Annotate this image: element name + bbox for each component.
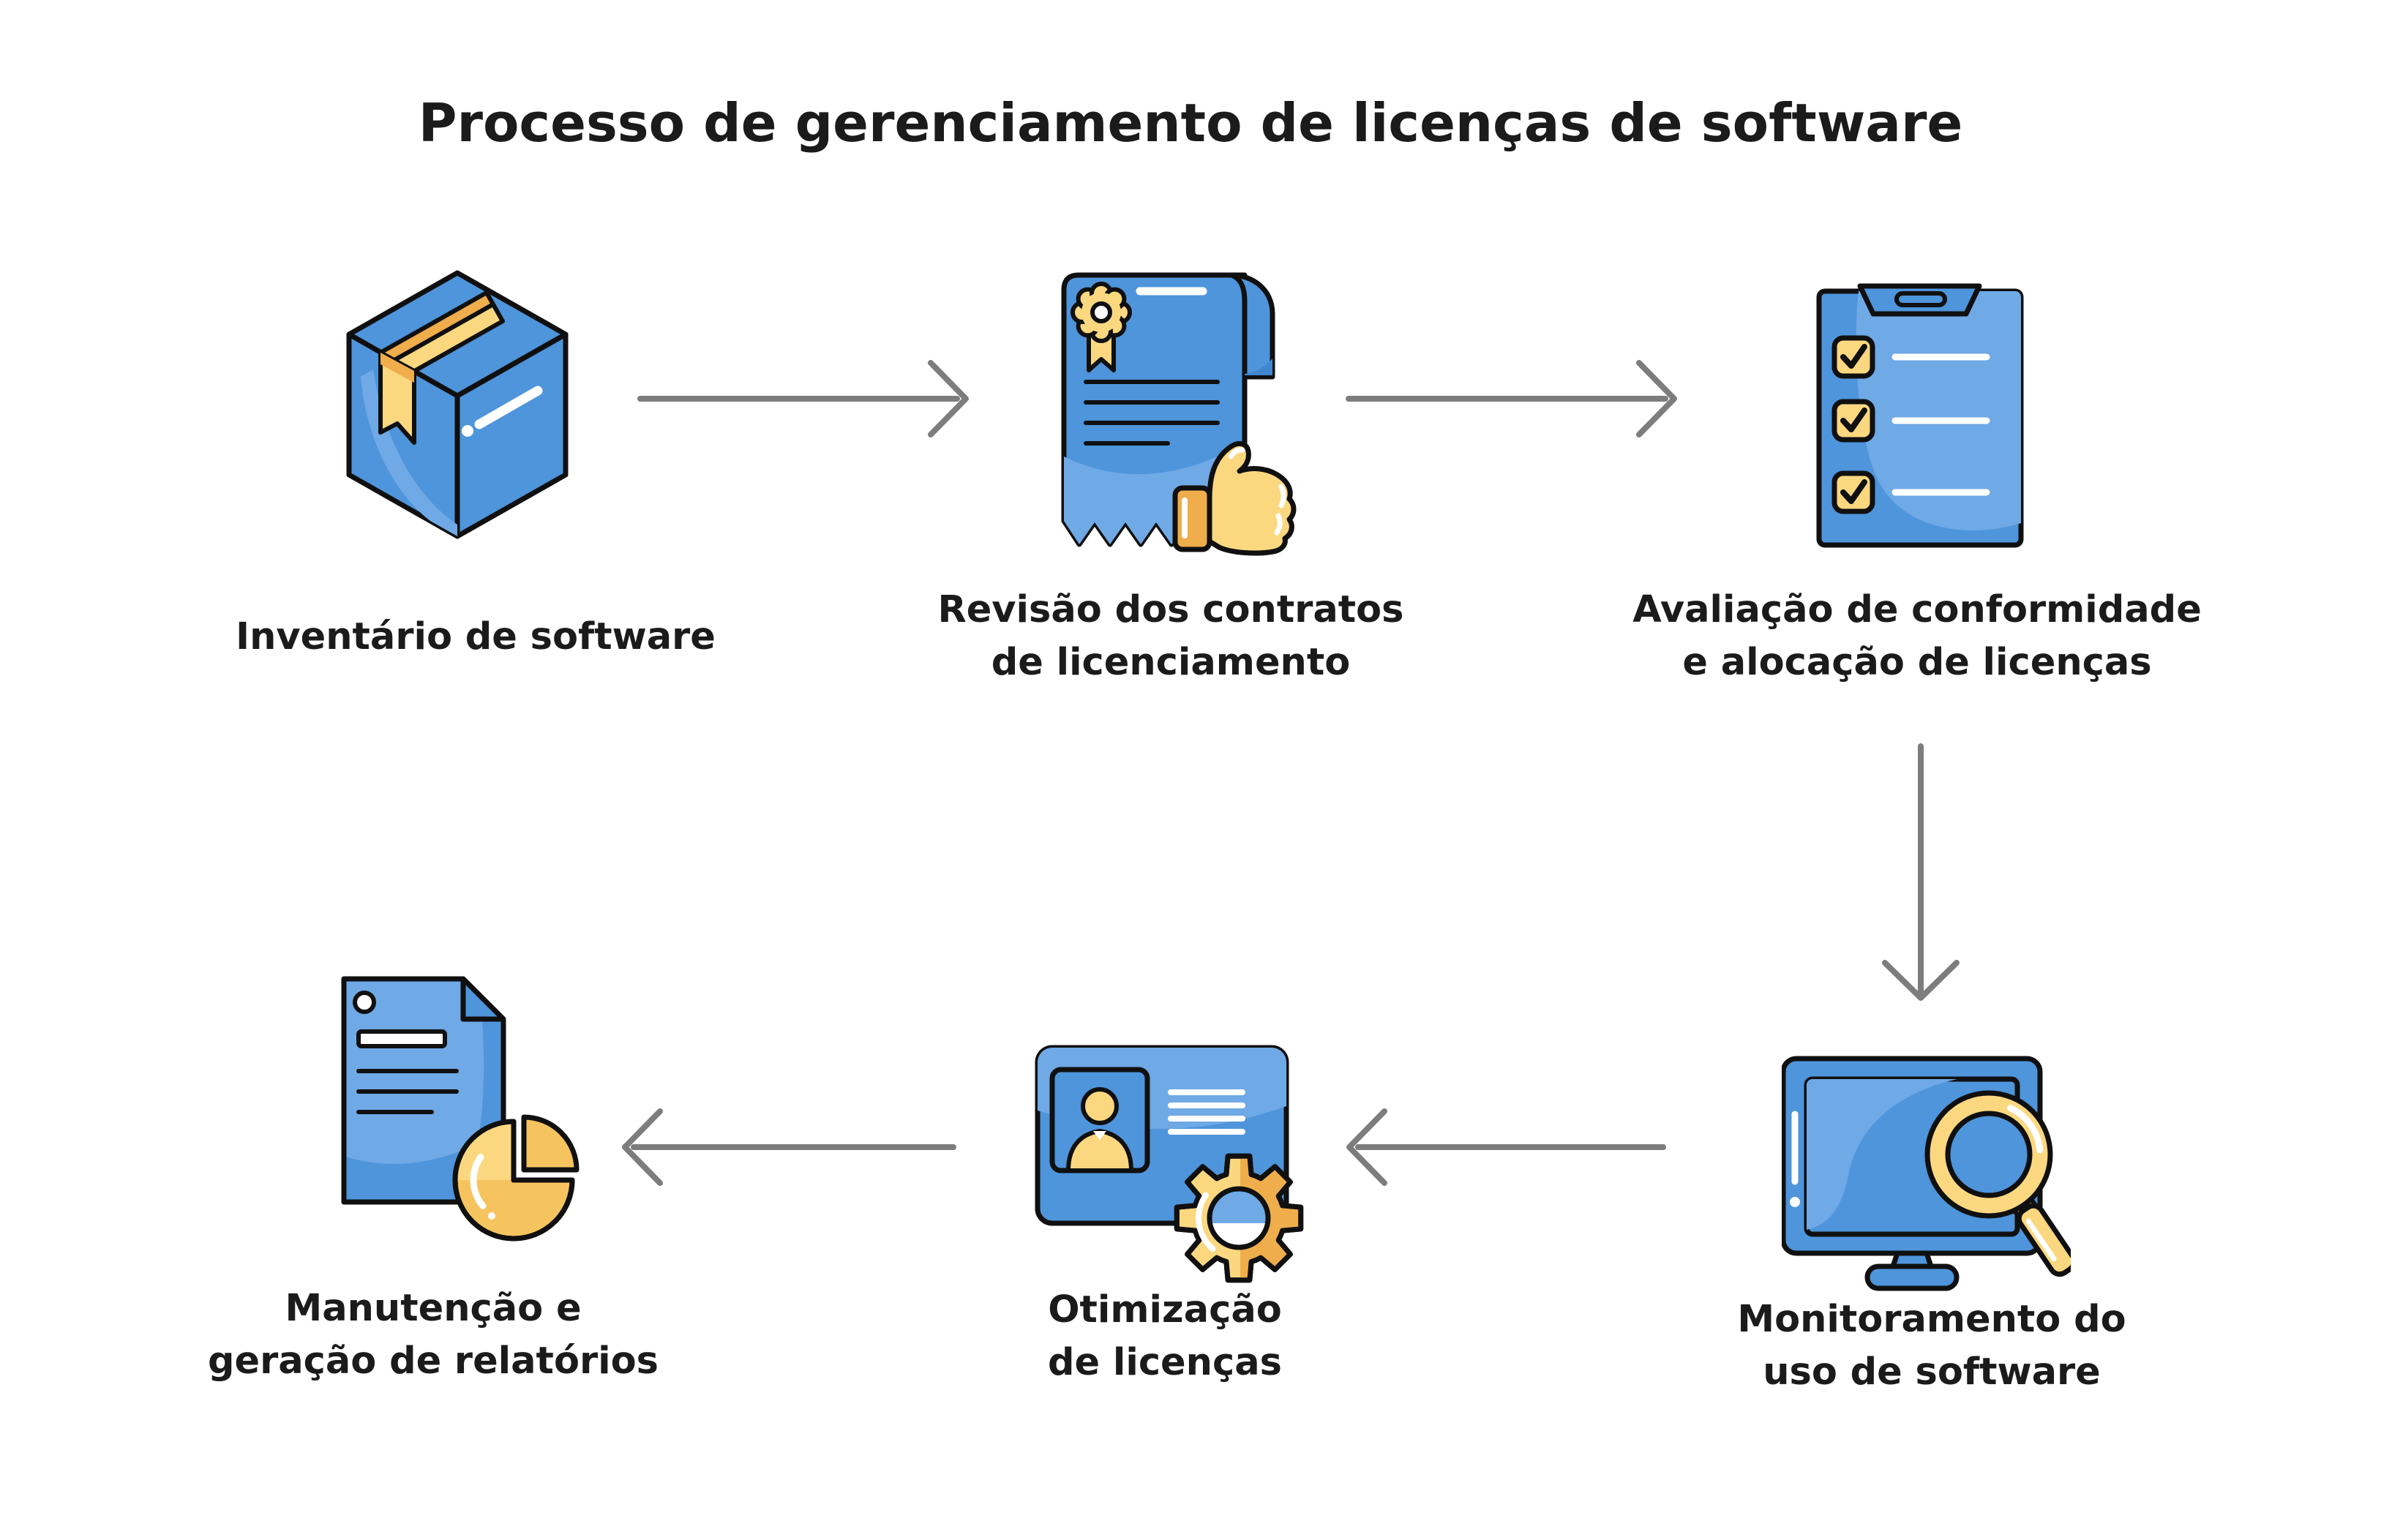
document-dot	[353, 991, 376, 1014]
seal-rosette-icon	[1070, 282, 1132, 372]
contract-curl	[1229, 272, 1275, 380]
pie-highlight	[455, 1122, 514, 1180]
contract-text-lines	[1084, 380, 1220, 446]
flow-arrow-2-3	[1346, 360, 1677, 437]
screen-highlight	[1807, 1079, 1957, 1230]
box-label-line	[474, 386, 543, 429]
checkbox-icon	[1831, 335, 1875, 379]
software-box-icon	[346, 270, 569, 539]
card-text-lines	[1168, 1089, 1245, 1135]
checkmark-icon	[1840, 479, 1867, 504]
box-highlight	[361, 369, 457, 536]
monitor-base	[1864, 1263, 1960, 1291]
pie-chart-icon	[452, 1114, 580, 1242]
step-3-label: Avaliação de conformidade e alocação de …	[1632, 588, 2202, 684]
step-4-label: Monitoramento do uso de software	[1737, 1298, 2126, 1394]
person-icon	[1066, 1087, 1133, 1173]
reporting-maintenance-icon	[341, 976, 580, 1242]
folded-corner	[460, 976, 506, 1022]
box-label-dot	[462, 425, 473, 437]
compliance-checklist-icon	[1816, 283, 2024, 548]
step-2-label: Revisão dos contratos de licenciamento	[937, 588, 1404, 684]
contract-review-icon	[1061, 272, 1297, 556]
document-text-lines	[356, 1069, 459, 1114]
step-5-label: Otimização de licenças	[1048, 1288, 1282, 1384]
checkbox-icon	[1831, 399, 1875, 443]
license-optimization-icon	[1035, 1045, 1304, 1283]
page-title: Processo de gerenciamento de licenças de…	[418, 92, 1963, 154]
pie-slice	[521, 1114, 580, 1173]
checkmark-icon	[1840, 407, 1867, 432]
clipboard-clip-slot	[1894, 291, 1947, 307]
checklist-items	[1831, 335, 1990, 514]
usage-monitoring-icon	[1782, 1056, 2071, 1291]
box-ribbon-fold	[380, 353, 414, 383]
flow-arrow-5-6	[622, 1108, 956, 1186]
step-1-label: Inventário de software	[236, 615, 716, 658]
flow-arrow-3-4	[1882, 743, 1960, 1001]
checkbox-icon	[1831, 470, 1875, 514]
magnifier-lens	[1945, 1111, 2033, 1198]
flow-arrow-4-5	[1346, 1108, 1666, 1186]
document-title-bar	[356, 1029, 447, 1048]
magnifier-icon	[1924, 1090, 2071, 1277]
bezel-dot	[1790, 1197, 1800, 1207]
flow-arrow-1-2	[637, 360, 969, 437]
checkmark-icon	[1840, 344, 1867, 369]
clipboard-highlight	[1856, 291, 2021, 530]
contract-curl-shadow	[1245, 358, 1272, 375]
step-6-label: Manutenção e geração de relatórios	[207, 1287, 659, 1383]
thumbs-up-icon	[1172, 440, 1297, 556]
